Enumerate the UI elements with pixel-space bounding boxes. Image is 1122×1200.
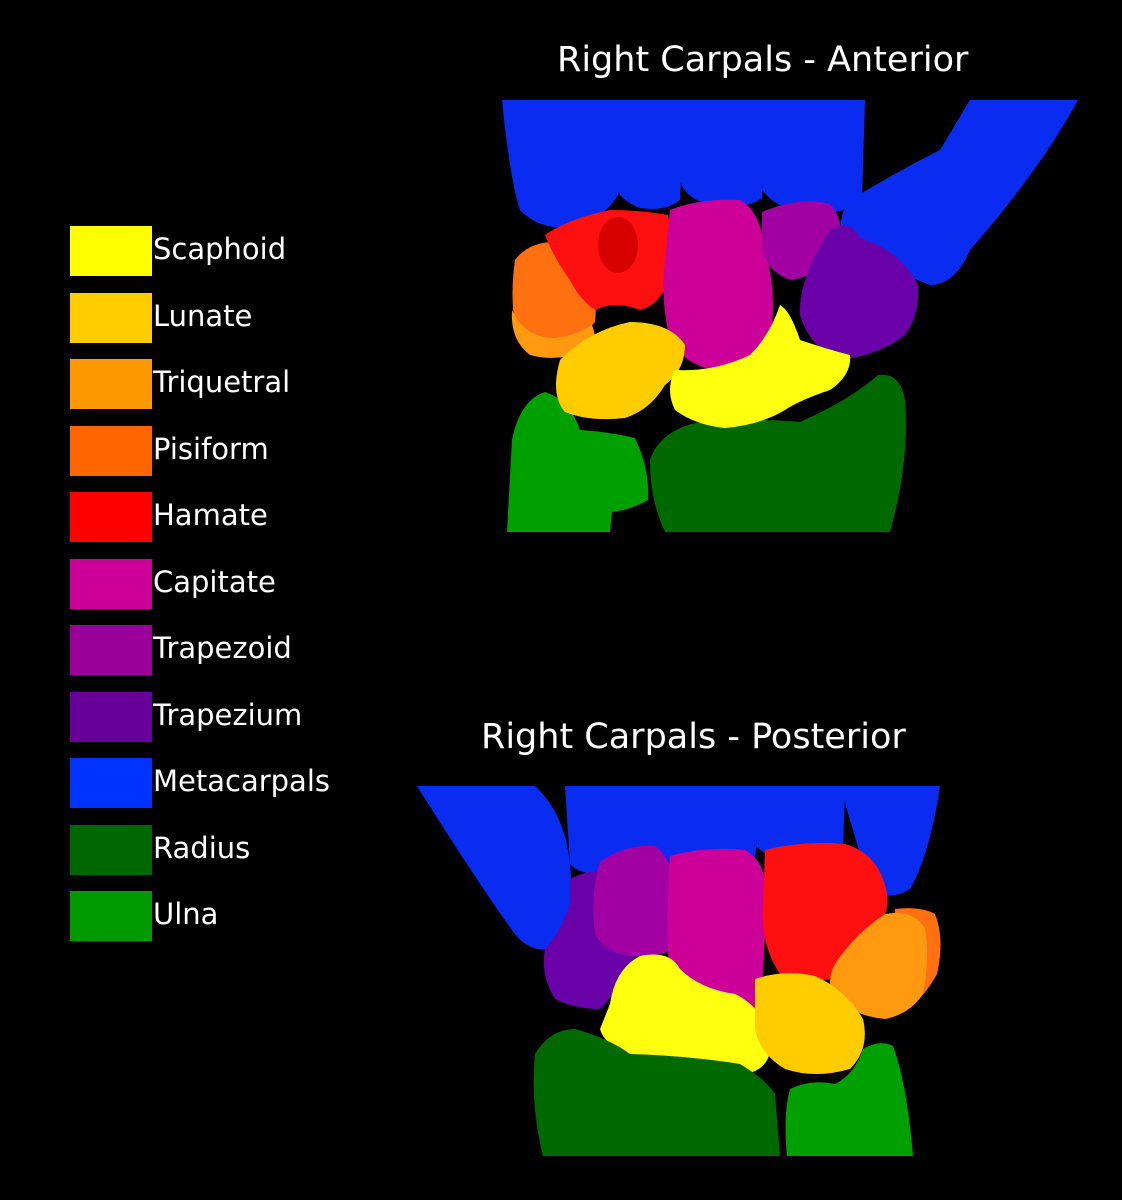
legend-label: Triquetral — [153, 365, 291, 399]
legend-label: Scaphoid — [153, 232, 287, 266]
posterior-hamate — [762, 842, 888, 981]
anterior-scaphoid — [670, 305, 851, 428]
posterior-scaphoid — [600, 954, 771, 1074]
legend-label: Metacarpals — [153, 764, 330, 798]
legend-label: Hamate — [153, 498, 268, 532]
posterior-wrist-illustration — [417, 786, 941, 1156]
legend-label: Trapezoid — [153, 631, 292, 665]
triquetral-swatch — [70, 359, 152, 409]
legend-label: Trapezium — [153, 698, 303, 732]
trapezium-swatch — [70, 692, 152, 742]
trapezoid-swatch — [70, 625, 152, 675]
legend-label: Capitate — [153, 565, 276, 599]
anterior-ulna — [507, 392, 649, 532]
lunate-swatch — [70, 293, 152, 343]
pisiform-swatch — [70, 426, 152, 476]
posterior-view — [415, 784, 945, 1158]
posterior-radius — [533, 1029, 780, 1156]
anterior-view-title: Right Carpals - Anterior — [557, 40, 969, 80]
anterior-forearm — [507, 374, 906, 532]
posterior-ulna — [785, 1043, 913, 1156]
posterior-trapezoid — [593, 845, 676, 957]
scaphoid-swatch — [70, 226, 152, 276]
anterior-radius — [650, 374, 906, 532]
metacarpals-swatch — [70, 758, 152, 808]
legend-label: Ulna — [153, 897, 219, 931]
posterior-lunate — [755, 973, 865, 1074]
posterior-view-title: Right Carpals - Posterior — [481, 717, 906, 757]
capitate-swatch — [70, 559, 152, 609]
anterior-view — [500, 100, 1080, 532]
anterior-metacarpals — [502, 100, 1078, 285]
posterior-triquetral — [830, 913, 928, 1019]
anterior-lunate — [556, 322, 685, 420]
legend-label: Lunate — [153, 299, 253, 333]
legend-label: Pisiform — [153, 432, 269, 466]
radius-swatch — [70, 825, 152, 875]
anterior-wrist-illustration — [502, 100, 1078, 532]
hamate-swatch — [70, 492, 152, 542]
anterior-capitate — [663, 199, 774, 370]
legend-label: Radius — [153, 831, 251, 865]
ulna-swatch — [70, 891, 152, 941]
anterior-trapezium — [799, 225, 919, 360]
